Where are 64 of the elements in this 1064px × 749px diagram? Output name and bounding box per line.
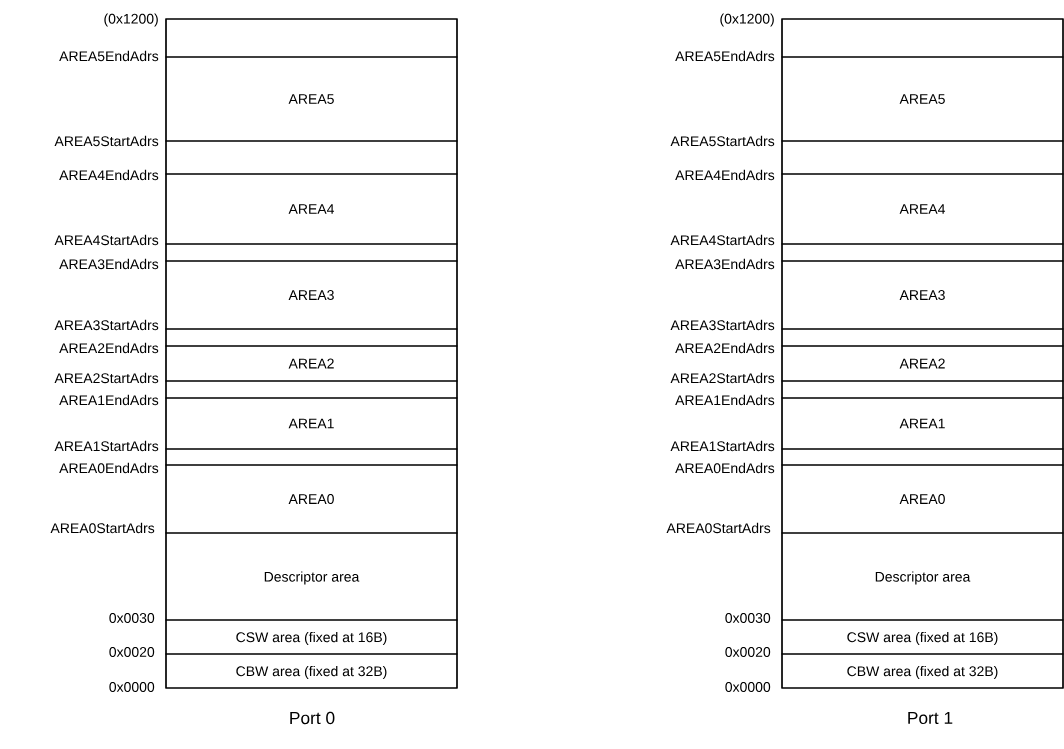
address-label: AREA3EndAdrs [675, 258, 775, 270]
memory-region: AREA2 [165, 345, 458, 382]
address-label: AREA3EndAdrs [59, 258, 159, 270]
reserved-band [781, 243, 1064, 262]
address-label: AREA0EndAdrs [675, 462, 775, 474]
address-label: AREA0EndAdrs [59, 462, 159, 474]
address-label: AREA5StartAdrs [670, 135, 775, 147]
address-label: 0x0030 [725, 613, 771, 623]
address-label: AREA5EndAdrs [675, 50, 775, 62]
memory-region: Descriptor area [781, 532, 1064, 621]
memory-region: AREA5 [781, 56, 1064, 142]
reserved-band [165, 328, 458, 347]
node-label: Port 1 [908, 711, 953, 725]
address-label: AREA3StartAdrs [670, 319, 775, 331]
reserved-band [781, 448, 1064, 466]
memory-region: AREA1 [165, 397, 458, 450]
address-label: AREA3StartAdrs [54, 319, 159, 331]
address-label: 0x0030 [109, 613, 155, 623]
memory-region: AREA2 [781, 345, 1064, 382]
memory-region: AREA3 [165, 260, 458, 330]
memory-region: AREA5 [165, 56, 458, 142]
address-label: AREA2StartAdrs [670, 372, 775, 384]
reserved-band [781, 18, 1064, 58]
memory-region: CBW area (fixed at 32B) [781, 653, 1064, 689]
reserved-band [165, 18, 458, 58]
reserved-band [781, 140, 1064, 175]
address-label: AREA1StartAdrs [54, 440, 159, 452]
memory-region: AREA0 [165, 464, 458, 534]
address-label: AREA5StartAdrs [54, 135, 159, 147]
address-label: 0x0000 [725, 682, 771, 692]
memory-region: AREA4 [165, 173, 458, 245]
memory-region: AREA1 [781, 397, 1064, 450]
memory-region: CSW area (fixed at 16B) [781, 619, 1064, 655]
memory-region: AREA4 [781, 173, 1064, 245]
address-label: AREA4StartAdrs [670, 234, 775, 246]
reserved-band [781, 380, 1064, 399]
reserved-band [165, 448, 458, 466]
address-label: 0x0020 [725, 647, 771, 657]
address-label: AREA2EndAdrs [59, 342, 159, 354]
memory-region: Descriptor area [165, 532, 458, 621]
address-label: AREA0StartAdrs [666, 522, 771, 534]
address-label: AREA2EndAdrs [675, 342, 775, 354]
address-label: (0x1200) [104, 13, 158, 27]
node-label: Port 0 [290, 711, 335, 725]
address-label: (0x1200) [720, 13, 774, 27]
reserved-band [165, 243, 458, 262]
memory-region: CSW area (fixed at 16B) [165, 619, 458, 655]
reserved-band [781, 328, 1064, 347]
memory-region: AREA0 [781, 464, 1064, 534]
address-label: AREA4EndAdrs [675, 169, 775, 181]
address-label: AREA4EndAdrs [59, 169, 159, 181]
address-label: AREA1EndAdrs [59, 394, 159, 406]
memory-region: CBW area (fixed at 32B) [165, 653, 458, 689]
reserved-band [165, 140, 458, 175]
address-label: AREA5EndAdrs [59, 50, 159, 62]
address-label: AREA1EndAdrs [675, 394, 775, 406]
address-label: 0x0000 [109, 682, 155, 692]
memory-region: AREA3 [781, 260, 1064, 330]
address-label: AREA0StartAdrs [50, 522, 155, 534]
reserved-band [165, 380, 458, 399]
address-label: AREA1StartAdrs [670, 440, 775, 452]
address-label: 0x0020 [109, 647, 155, 657]
address-label: AREA4StartAdrs [54, 234, 159, 246]
address-label: AREA2StartAdrs [54, 372, 159, 384]
